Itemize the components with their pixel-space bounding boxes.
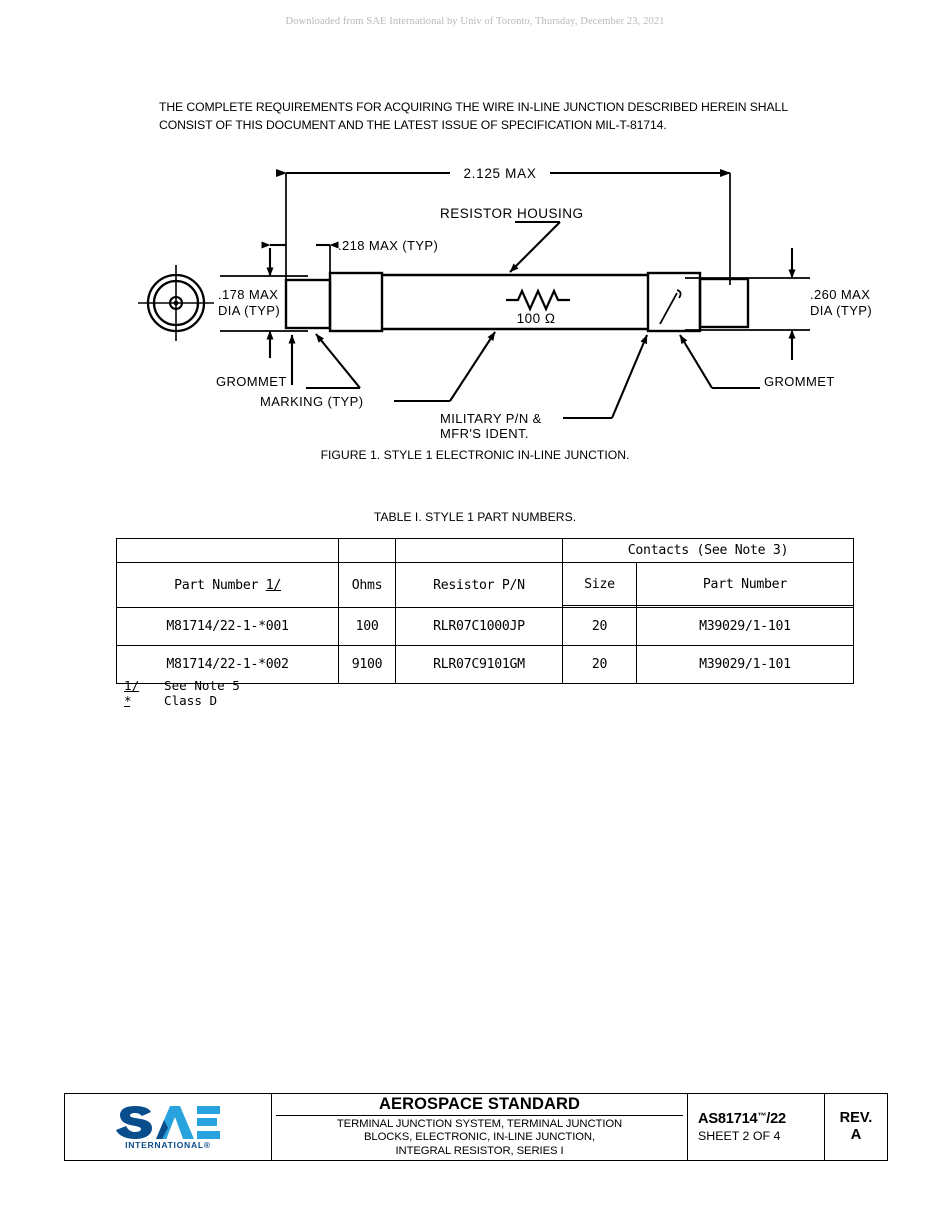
cell-part-number: M81714/22-1-*001: [115, 607, 340, 646]
cell-part-number: M81714/22-1-*002: [115, 645, 340, 684]
dimension-overall-label: 2.125 MAX: [463, 166, 536, 181]
table-header-row: Part Number 1/ Ohms Resistor P/N Size Pa…: [115, 561, 855, 608]
cell-contact-size: 20: [562, 645, 637, 684]
download-notice: Downloaded from SAE International by Uni…: [285, 16, 665, 27]
document-title-line-1: TERMINAL JUNCTION SYSTEM, TERMINAL JUNCT…: [336, 1117, 623, 1130]
dimension-left-dia-line2: DIA (TYP): [218, 303, 280, 318]
header-resistor-pn: Resistor P/N: [394, 562, 564, 608]
table-row: M81714/22-1-*002 9100 RLR07C9101GM 20 M3…: [115, 645, 855, 684]
cell-ohms: 100: [338, 607, 396, 646]
cell-contact-part-number: M39029/1-101: [635, 607, 855, 646]
document-title-line-3: INTEGRAL RESISTOR, SERIES I: [395, 1144, 564, 1157]
blank-header-cell-1: [115, 538, 340, 563]
footnote-text: See Note 5: [164, 678, 240, 693]
header-part-number-label: Part Number: [174, 577, 259, 593]
cell-resistor-pn: RLR07C1000JP: [394, 607, 564, 646]
dimension-right-dia-line1: .260 MAX: [810, 287, 870, 302]
table-group-header-row: Contacts (See Note 3): [115, 538, 854, 563]
footnote-mark-text: 1/: [124, 678, 140, 693]
table-row: M81714/22-1-*001 100 RLR07C1000JP 20 M39…: [115, 607, 855, 646]
style-1-part-numbers-table: Contacts (See Note 3) Part Number 1/ Ohm…: [115, 538, 855, 684]
document-number-cell: AS81714™/22 SHEET 2 OF 4: [688, 1094, 825, 1160]
label-military-pn-line2: MFR'S IDENT.: [440, 426, 529, 440]
document-footer-block: INTERNATIONAL® AEROSPACE STANDARD TERMIN…: [64, 1093, 888, 1161]
footnote-mark-text: *: [124, 692, 132, 708]
table-footnotes: 1/ See Note 5 * Class D: [124, 678, 240, 709]
figure-1-drawing: 2.125 MAX .218 MAX (TYP) .178 MAX DIA (T…: [120, 160, 940, 440]
blank-header-cell-2: [338, 538, 396, 563]
cell-ohms: 9100: [338, 645, 396, 684]
header-part-number: Part Number 1/: [115, 562, 340, 608]
cell-resistor-pn: RLR07C9101GM: [394, 645, 564, 684]
header-part-number-note: 1/: [265, 577, 282, 593]
label-resistor-housing: RESISTOR HOUSING: [440, 206, 584, 221]
contacts-group-header: Contacts (See Note 3): [562, 538, 854, 563]
revision-cell: REV. A: [825, 1094, 887, 1160]
standard-type-label: AEROSPACE STANDARD: [378, 1094, 581, 1113]
footnote-mark: 1/: [124, 678, 164, 694]
blank-header-cell-3: [394, 538, 564, 563]
label-resistance-value: 100 Ω: [517, 311, 556, 326]
title-divider: [276, 1114, 683, 1116]
document-number-base: AS81714: [698, 1111, 758, 1127]
sheet-number: SHEET 2 OF 4: [698, 1129, 781, 1143]
sae-logo-cell: INTERNATIONAL®: [65, 1094, 272, 1160]
footnote-row: 1/ See Note 5: [124, 678, 240, 694]
header-contact-part-number: Part Number: [635, 561, 855, 607]
label-marking: MARKING (TYP): [260, 394, 363, 409]
document-number-suffix: /22: [766, 1111, 786, 1127]
document-number: AS81714™/22: [698, 1111, 786, 1127]
document-title-line-2: BLOCKS, ELECTRONIC, IN-LINE JUNCTION,: [363, 1131, 596, 1144]
label-grommet-left: GROMMET: [216, 374, 287, 389]
label-military-pn-line1: MILITARY P/N &: [440, 411, 542, 426]
header-contact-size: Size: [562, 561, 637, 607]
in-line-junction-diagram: 2.125 MAX .218 MAX (TYP) .178 MAX DIA (T…: [138, 166, 872, 440]
document-title-cell: AEROSPACE STANDARD TERMINAL JUNCTION SYS…: [272, 1094, 688, 1160]
intro-line-1: THE COMPLETE REQUIREMENTS FOR ACQUIRING …: [159, 100, 788, 114]
intro-line-2: CONSIST OF THIS DOCUMENT AND THE LATEST …: [159, 117, 667, 132]
cell-contact-part-number: M39029/1-101: [635, 645, 855, 684]
revision-label: REV.: [839, 1110, 873, 1126]
dimension-step-label: .218 MAX (TYP): [338, 238, 438, 253]
revision-value: A: [850, 1127, 862, 1143]
dimension-left-dia-line1: .178 MAX: [218, 287, 278, 302]
trademark-symbol: ™: [757, 1111, 767, 1121]
intro-paragraph: THE COMPLETE REQUIREMENTS FOR ACQUIRING …: [159, 99, 831, 134]
sae-logo-icon: INTERNATIONAL®: [116, 1106, 220, 1150]
footnote-row: * Class D: [124, 692, 240, 709]
table-caption: TABLE I. STYLE 1 PART NUMBERS.: [373, 510, 577, 524]
label-grommet-right: GROMMET: [764, 374, 835, 389]
figure-caption: FIGURE 1. STYLE 1 ELECTRONIC IN-LINE JUN…: [320, 448, 630, 462]
cell-contact-size: 20: [562, 607, 637, 646]
sae-logo-subtext: INTERNATIONAL®: [125, 1140, 211, 1150]
header-ohms: Ohms: [338, 562, 396, 608]
footnote-mark: *: [124, 692, 164, 709]
footnote-text: Class D: [164, 692, 218, 708]
dimension-right-dia-line2: DIA (TYP): [810, 303, 872, 318]
